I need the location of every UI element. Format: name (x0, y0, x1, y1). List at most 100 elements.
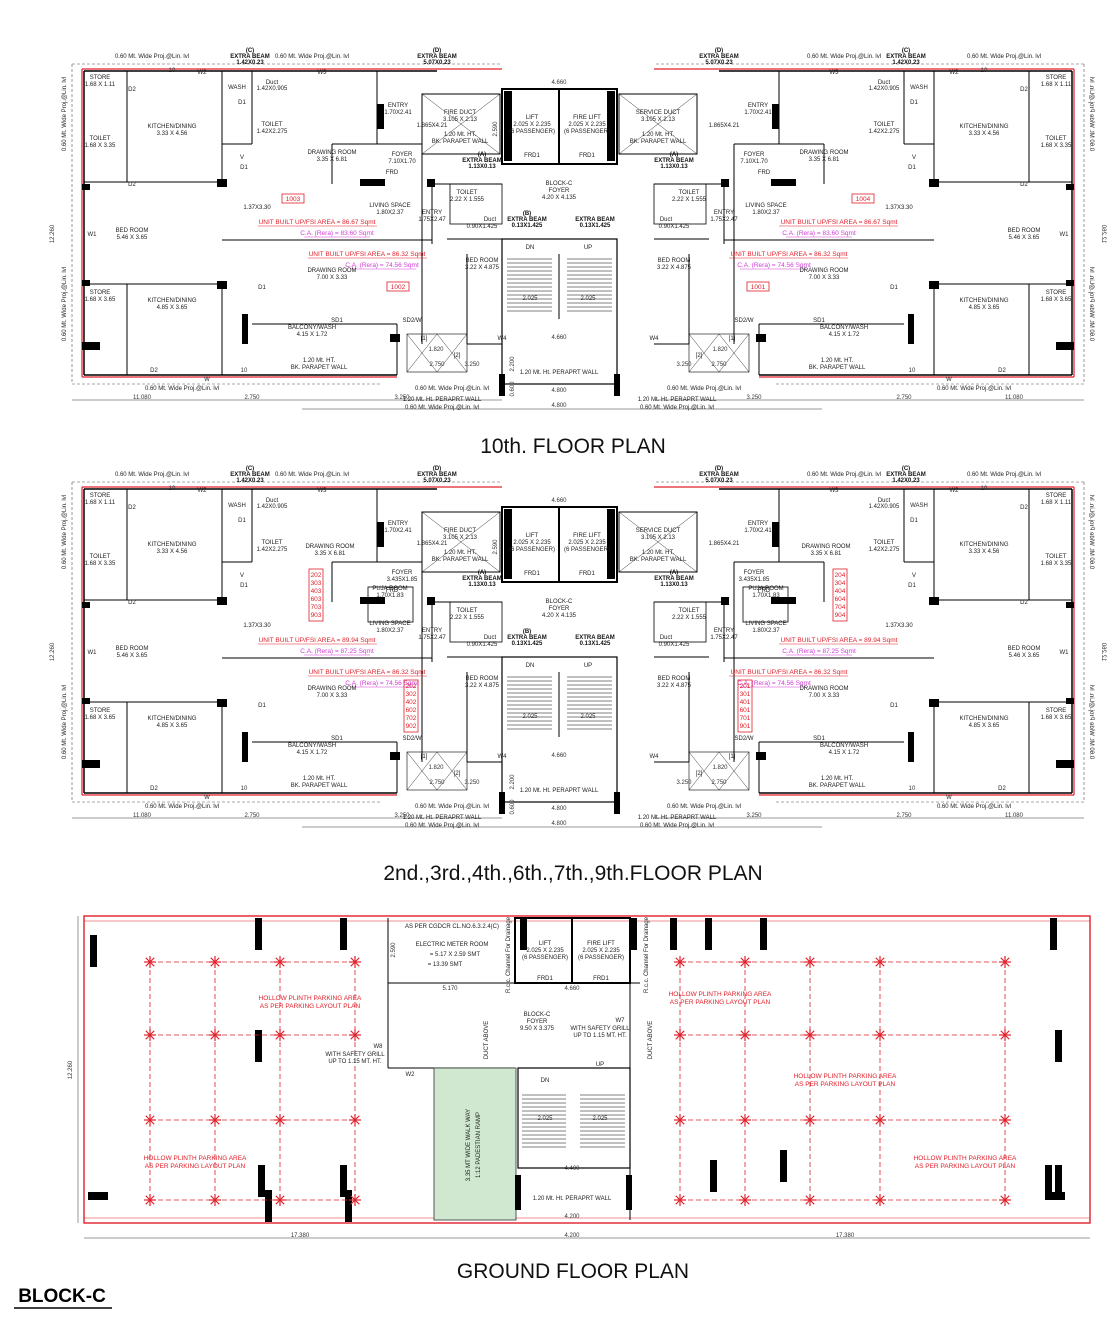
room-name: KITCHEN/DINING (147, 124, 196, 130)
column-block (360, 597, 385, 604)
beam-tag: 1.42X0.23 (892, 478, 920, 484)
parapet-note: BK. PARAPET WALL (291, 365, 348, 371)
beam-tag: EXTRA BEAM (654, 158, 693, 164)
projection-note: 0.60 Mt. Wide Proj.@Lin. lvl (145, 804, 219, 810)
door-tag: D2 (1020, 600, 1028, 606)
beam-tag: 0.13X1.425 (512, 223, 543, 229)
room-dim: 1.865X4.21 (417, 541, 448, 547)
meter-area: = 13.39 SMT (428, 962, 463, 968)
dimension-label: 2.025 (580, 296, 596, 302)
parapet-note: 1.20 Mt. Ht. PERAPRT WALL (638, 815, 717, 821)
parapet-note: 1.20 Mt. HT. (444, 132, 477, 138)
column-block (1045, 1165, 1052, 1197)
unit-area-label: UNIT BUILT UP/FSI AREA = 89.94 Sqmt (259, 637, 376, 644)
column-block (82, 760, 100, 768)
projection-note: 0.60 Mt. Wide Proj.@Lin. lvl (275, 54, 349, 60)
column-block (772, 522, 779, 547)
room-name: STORE (90, 708, 111, 714)
beam-tag: EXTRA BEAM (575, 635, 614, 641)
room-name: STORE (1046, 75, 1067, 81)
stair-outline (501, 238, 618, 385)
parking-column-star (739, 956, 751, 968)
column-block (217, 179, 227, 187)
room-dim: 1.68 X 3.35 (1041, 561, 1072, 567)
star-stroke (275, 1030, 285, 1040)
parking-column-star (804, 1114, 816, 1126)
lift-capacity: (6 PASSENGER) (578, 955, 624, 961)
parapet-note: 1.20 Mt. HT. (303, 776, 336, 782)
window-tag: W2 (198, 70, 208, 76)
room-dim: 2.22 X 1.555 (450, 197, 485, 203)
parapet-note: BK. PARAPET WALL (291, 783, 348, 789)
dimension-label: 2.025 (580, 714, 596, 720)
dimension-label: 4.660 (551, 80, 567, 86)
door-tag: FRD1 (524, 153, 540, 159)
stair-direction: DN (526, 663, 535, 669)
parking-column-star (274, 1029, 286, 1041)
column-block (340, 1165, 347, 1197)
room-name: BED ROOM (658, 258, 691, 264)
drainage-note: R.c.c. Channel For Drainage (644, 916, 650, 993)
parapet-note: BK. PARAPET WALL (809, 783, 866, 789)
door-tag: D2 (128, 505, 136, 511)
unit-number: 404 (835, 588, 846, 595)
unit-number: 903 (311, 612, 322, 619)
room-name: BED ROOM (466, 676, 499, 682)
projection-note: 0.60 Mt. Wide Proj.@Lin. lvl (275, 472, 349, 478)
duct-outline (421, 511, 501, 573)
room-dim: 3.435X1.85 (387, 577, 418, 583)
window-tag: W4 (650, 336, 660, 342)
parking-column-star (674, 1029, 686, 1041)
unit-area-label: UNIT BUILT UP/FSI AREA = 86.32 Sqmt (731, 669, 848, 676)
column-block (427, 597, 435, 605)
unit-area-label: UNIT BUILT UP/FSI AREA = 86.67 Sqmt (259, 219, 376, 226)
room-dim: 3.35 X 6.81 (809, 157, 840, 163)
dimension-label: 2.590 (493, 121, 499, 137)
parking-column-star (209, 1029, 221, 1041)
dimension-label: 10 (981, 68, 988, 74)
parking-label: HOLLOW PLINTH PARKING AREA (669, 991, 772, 998)
lift-name: FIRE LIFT (573, 533, 601, 539)
stair-outline (501, 656, 618, 803)
door-tag: D2 (1020, 87, 1028, 93)
projection-note: 0.60 Mt. Wide Proj.@Lin. lvl (115, 472, 189, 478)
parking-column-star (739, 1114, 751, 1126)
room-dim: 1.42X0.905 (257, 86, 288, 92)
room-dim: 1.70X2.41 (744, 110, 772, 116)
unit-number: 302 (406, 691, 417, 698)
beam-tag: (A) (478, 570, 486, 576)
column-block (929, 281, 939, 289)
room-name: TOILET (874, 122, 895, 128)
parapet-note: BK. PARAPET WALL (432, 557, 489, 563)
room-name: TOILET (90, 554, 111, 560)
parapet-note: BK. PARAPET WALL (630, 557, 687, 563)
room-name: DRAWING ROOM (799, 268, 848, 274)
column-block (255, 918, 262, 950)
pedestrian-ramp (433, 1067, 517, 1221)
column-block (1050, 918, 1057, 950)
core-dim: 9.50 X 3.375 (520, 1026, 555, 1032)
dimension-label: 4.660 (551, 335, 567, 341)
window-tag: W3 (830, 488, 840, 494)
dimension-label: 3.250 (394, 395, 410, 401)
unit-number: 202 (311, 572, 322, 579)
projection-note: 0.60 Mt. Wide Proj.@Lin. lvl (667, 386, 741, 392)
star-stroke (675, 1115, 685, 1125)
parking-label: HOLLOW PLINTH PARKING AREA (144, 1155, 247, 1162)
room-dim: 4.15 X 1.72 (297, 750, 328, 756)
column-block (1066, 602, 1074, 608)
star-stroke (875, 957, 885, 967)
door-tag: D2 (150, 786, 158, 792)
ground-outline (83, 915, 1091, 1224)
window-tag: W7 (616, 1018, 626, 1024)
room-dim: 1.75X2.47 (710, 635, 738, 641)
star-stroke (675, 1030, 685, 1040)
room-name: ENTRY (422, 628, 442, 634)
projection-note: 0.60 Mt. Wide Proj.@Lin. lvl (1088, 495, 1094, 569)
room-name: BALCONY/WASH (820, 743, 868, 749)
lift-dim: 2.025 X 2.235 (513, 122, 551, 128)
lift-name: LIFT (526, 533, 539, 539)
room-name: LIVING SPACE (369, 203, 410, 209)
